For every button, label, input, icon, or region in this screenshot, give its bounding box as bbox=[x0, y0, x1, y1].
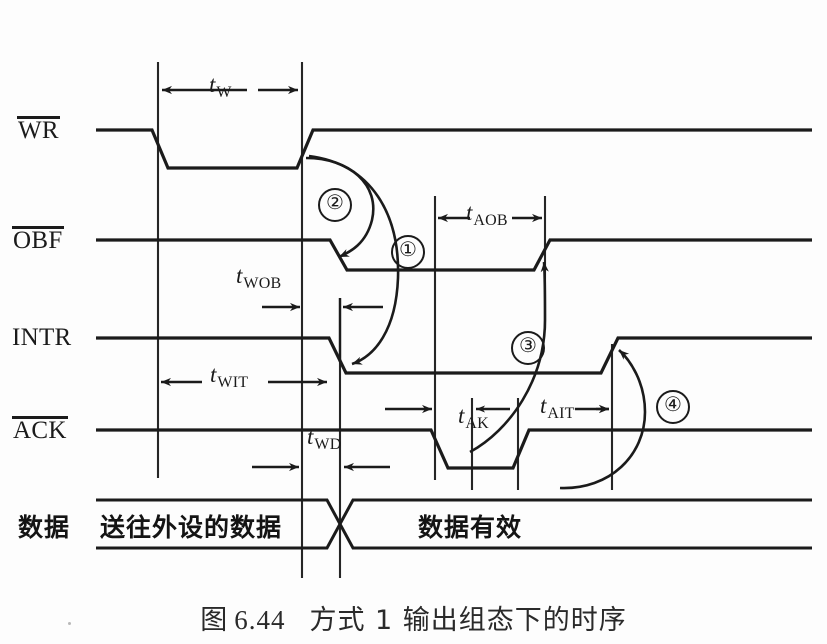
callout-2: ② bbox=[318, 188, 352, 222]
timing-label-twob: tWOB bbox=[236, 263, 282, 292]
timing-label-tak: tAK bbox=[458, 403, 489, 432]
timing-diagram bbox=[96, 62, 812, 578]
causal-arrow-1 bbox=[308, 154, 400, 366]
signal-label-obf-text: OBF bbox=[12, 226, 64, 254]
callout-1: ① bbox=[391, 235, 425, 269]
data-bus-segment-second: 数据有效 bbox=[418, 513, 523, 542]
callout-3-label: ③ bbox=[519, 335, 537, 357]
timing-sub-twob: WOB bbox=[243, 275, 282, 292]
timing-label-tw: tW bbox=[209, 72, 232, 101]
callout-4: ④ bbox=[656, 390, 690, 424]
timing-label-tait: tAIT bbox=[540, 393, 575, 422]
measure-twob bbox=[262, 298, 383, 362]
scan-speck bbox=[68, 622, 71, 625]
causal-arrow-4 bbox=[559, 349, 647, 490]
waveform-wr bbox=[96, 128, 812, 170]
waveform-obf bbox=[96, 238, 812, 272]
timing-label-twd: tWD bbox=[307, 424, 342, 453]
callout-1-label: ① bbox=[399, 239, 417, 261]
signal-label-wr: WR bbox=[17, 116, 60, 145]
callout-3: ③ bbox=[511, 331, 545, 365]
timing-sub-twd: WD bbox=[314, 436, 342, 453]
timing-sub-tw: W bbox=[216, 84, 232, 101]
caption-number: 6.44 bbox=[234, 605, 286, 635]
signal-label-wr-text: WR bbox=[17, 116, 60, 144]
caption-prefix: 图 bbox=[200, 605, 229, 636]
data-bus-row-label: 数据 bbox=[18, 513, 71, 542]
waveform-ack bbox=[96, 428, 812, 470]
timing-label-taob: tAOB bbox=[466, 200, 508, 229]
timing-sub-twit: WIT bbox=[217, 374, 249, 391]
waveform-intr bbox=[96, 336, 812, 375]
signal-label-intr-text: INTR bbox=[12, 324, 72, 351]
signal-label-intr: INTR bbox=[12, 324, 72, 352]
caption-text: 方式 1 输出组态下的时序 bbox=[309, 605, 627, 636]
timing-sub-taob: AOB bbox=[473, 212, 508, 229]
timing-sub-tak: AK bbox=[465, 415, 489, 432]
signal-label-obf: OBF bbox=[12, 226, 64, 255]
callout-4-label: ④ bbox=[664, 394, 682, 416]
waveform-data-bus bbox=[96, 498, 812, 550]
callout-2-label: ② bbox=[326, 192, 344, 214]
signal-label-ack: ACK bbox=[12, 416, 68, 445]
data-bus-segment-first: 送往外设的数据 bbox=[100, 513, 283, 542]
timing-label-twit: tWIT bbox=[210, 362, 249, 391]
timing-sub-tait: AIT bbox=[547, 405, 575, 422]
signal-label-ack-text: ACK bbox=[12, 416, 68, 444]
